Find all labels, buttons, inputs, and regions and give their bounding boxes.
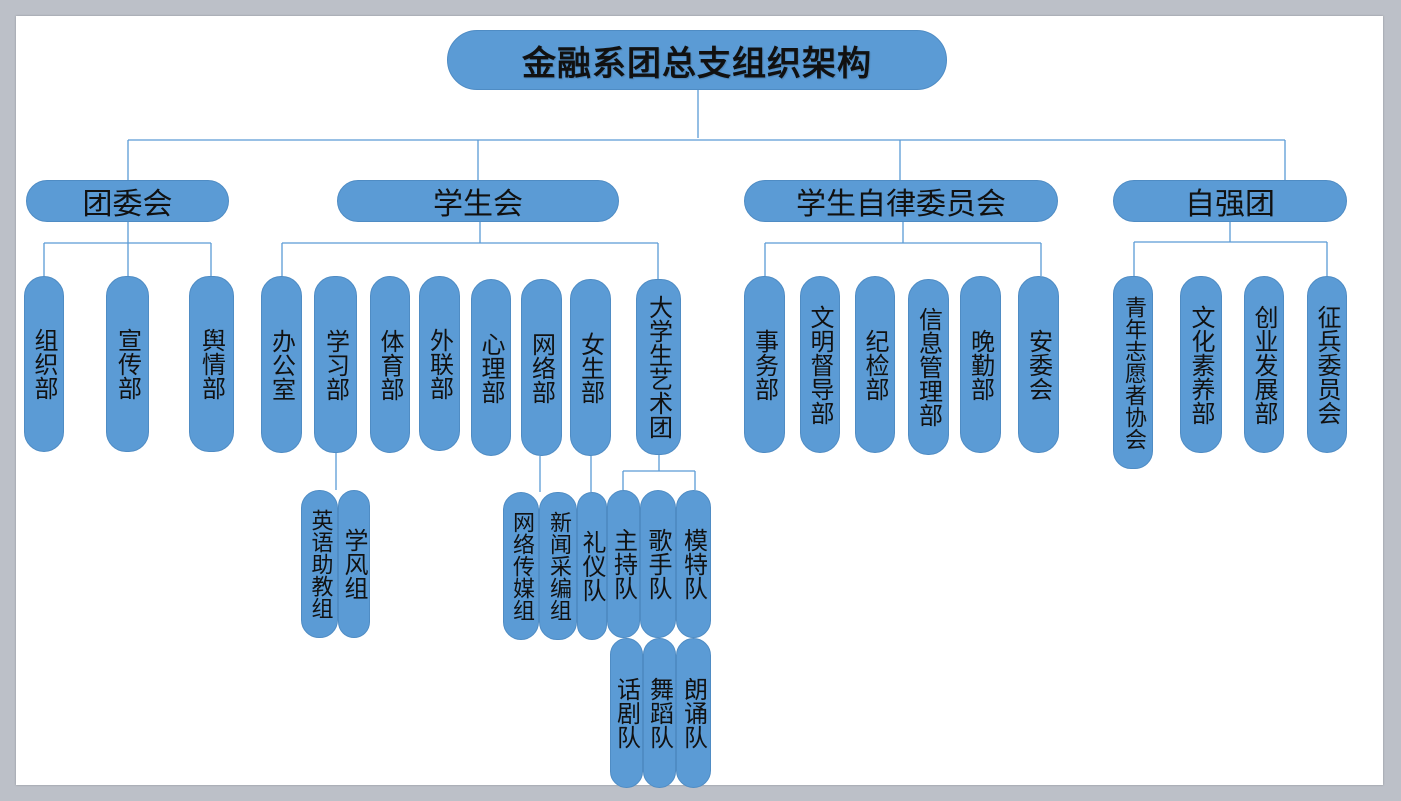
node-mote: 模特队 <box>676 490 711 638</box>
node-jijian: 纪检部 <box>855 276 895 453</box>
node-wudao: 舞蹈队 <box>643 638 676 788</box>
node-xinwen: 新闻采编组 <box>539 492 577 640</box>
node-wanqin: 晚勤部 <box>960 276 1001 453</box>
node-nvsheng: 女生部 <box>570 279 611 456</box>
node-xuanchuan: 宣传部 <box>106 276 149 452</box>
node-wenhua: 文化素养部 <box>1180 276 1222 453</box>
node-xueshenghui: 学生会 <box>337 180 619 222</box>
node-xuefeng: 学风组 <box>338 490 370 638</box>
node-huaju: 话剧队 <box>610 638 643 788</box>
node-wenming: 文明督导部 <box>800 276 840 453</box>
node-chuanmei: 网络传媒组 <box>503 492 539 640</box>
node-geshou: 歌手队 <box>640 490 676 638</box>
node-zilv: 学生自律委员会 <box>744 180 1058 222</box>
node-ziqiang: 自强团 <box>1113 180 1347 222</box>
node-zhiyuanzhe: 青年志愿者协会 <box>1113 276 1153 469</box>
node-bangongshi: 办公室 <box>261 276 302 453</box>
node-anwei: 安委会 <box>1018 276 1059 453</box>
node-chuangye: 创业发展部 <box>1244 276 1284 453</box>
node-xinli: 心理部 <box>471 279 511 456</box>
node-tiyu: 体育部 <box>370 276 410 453</box>
node-zuzhi: 组织部 <box>24 276 64 452</box>
node-zhengbing: 征兵委员会 <box>1307 276 1347 453</box>
node-shiwu: 事务部 <box>744 276 785 453</box>
node-tuanweihui: 团委会 <box>26 180 229 222</box>
node-xinxi: 信息管理部 <box>908 279 949 455</box>
node-wailian: 外联部 <box>419 276 460 451</box>
node-langsong: 朗诵队 <box>676 638 711 788</box>
node-yingyu: 英语助教组 <box>301 490 338 638</box>
title-node: 金融系团总支组织架构 <box>447 30 947 90</box>
node-yishutuan: 大学生艺术团 <box>636 279 681 455</box>
node-liyi: 礼仪队 <box>577 492 607 640</box>
node-zhuchi: 主持队 <box>607 490 640 638</box>
node-xuexi: 学习部 <box>314 276 357 453</box>
node-yuqing: 舆情部 <box>189 276 234 452</box>
node-wangluo: 网络部 <box>521 279 562 456</box>
